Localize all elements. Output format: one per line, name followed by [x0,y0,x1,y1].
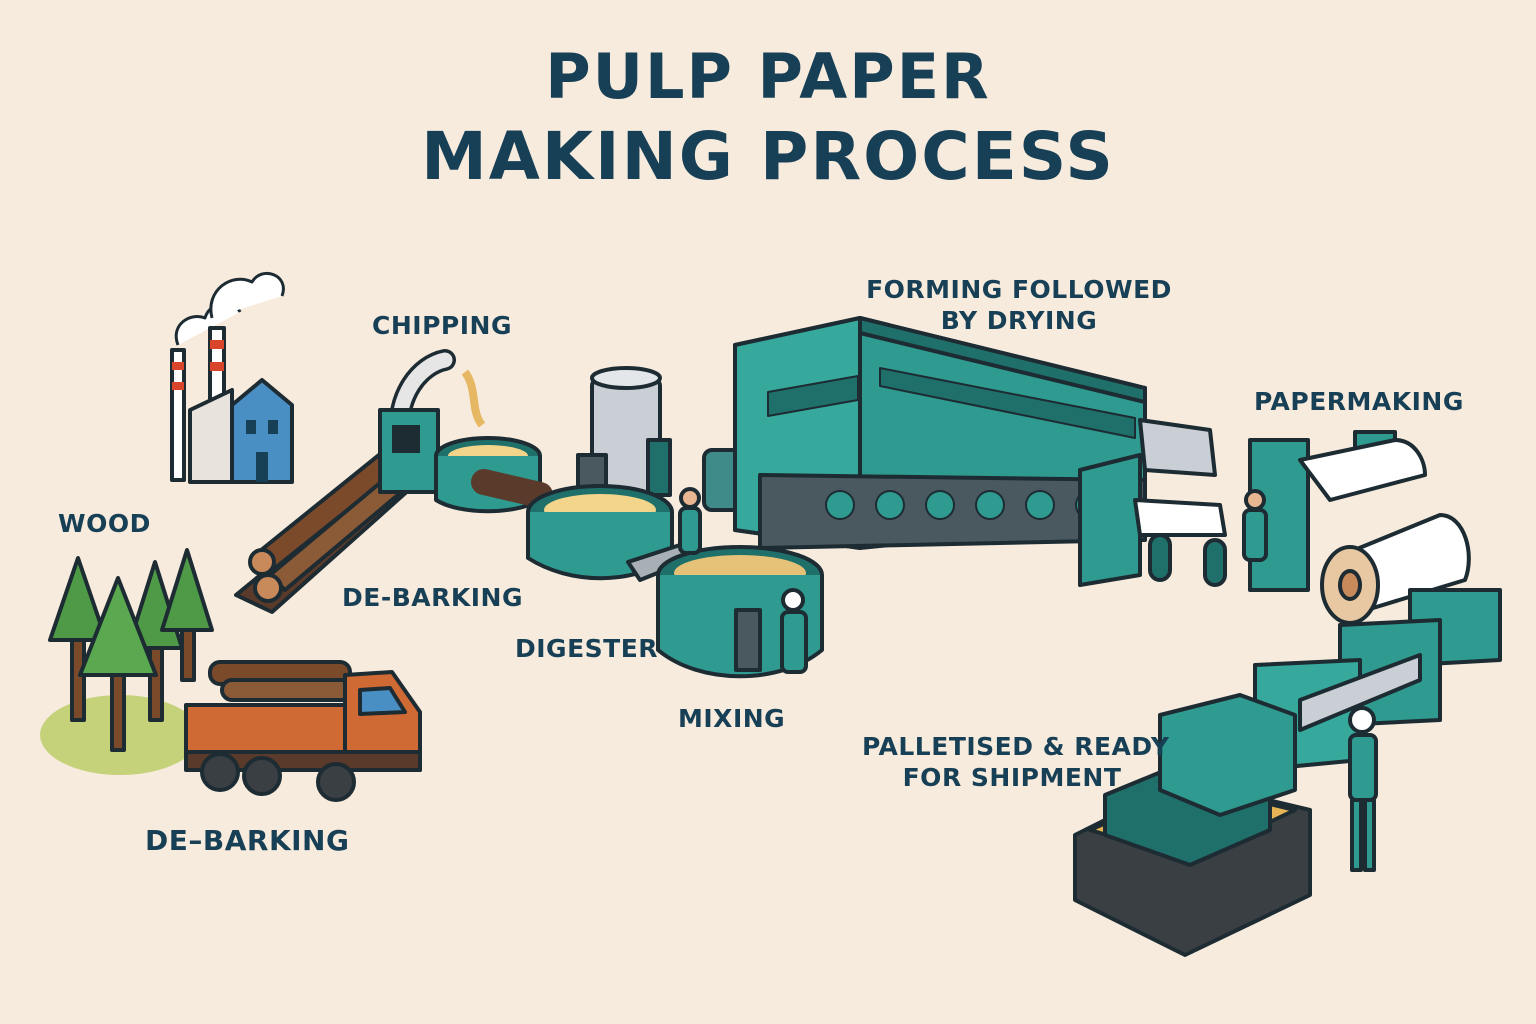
label-forming-line1: FORMING FOLLOWED [866,275,1172,304]
label-debarking-top: DE-BARKING [342,583,523,612]
label-papermaking: PAPERMAKING [1254,387,1464,416]
tree-icon [40,548,214,775]
label-chipping: CHIPPING [372,311,512,340]
worker-icon [678,487,1378,872]
paper-machine-icon [733,316,1147,550]
label-debarking-bottom: DE–BARKING [145,824,350,857]
page-title-line1: PULP PAPER [545,40,991,113]
page-title-line2: MAKING PROCESS [421,118,1115,195]
log-truck-icon [184,660,422,802]
label-shipment-line1: PALLETISED & READY [862,732,1170,761]
pallet-icon [1073,693,1312,957]
label-digester: DIGESTER [515,634,659,663]
label-shipment: PALLETISED & READY FOR SHIPMENT [862,731,1170,793]
label-wood: WOOD [58,509,151,538]
label-forming-line2: BY DRYING [940,306,1098,335]
press-section-icon [1078,418,1227,587]
factory-icon [170,271,294,484]
digester-tank-icon [526,366,674,581]
paper-roll-icon [1248,430,1471,625]
label-mixing: MIXING [678,704,786,733]
label-shipment-line2: FOR SHIPMENT [902,763,1122,792]
label-forming: FORMING FOLLOWED BY DRYING [860,274,1178,336]
